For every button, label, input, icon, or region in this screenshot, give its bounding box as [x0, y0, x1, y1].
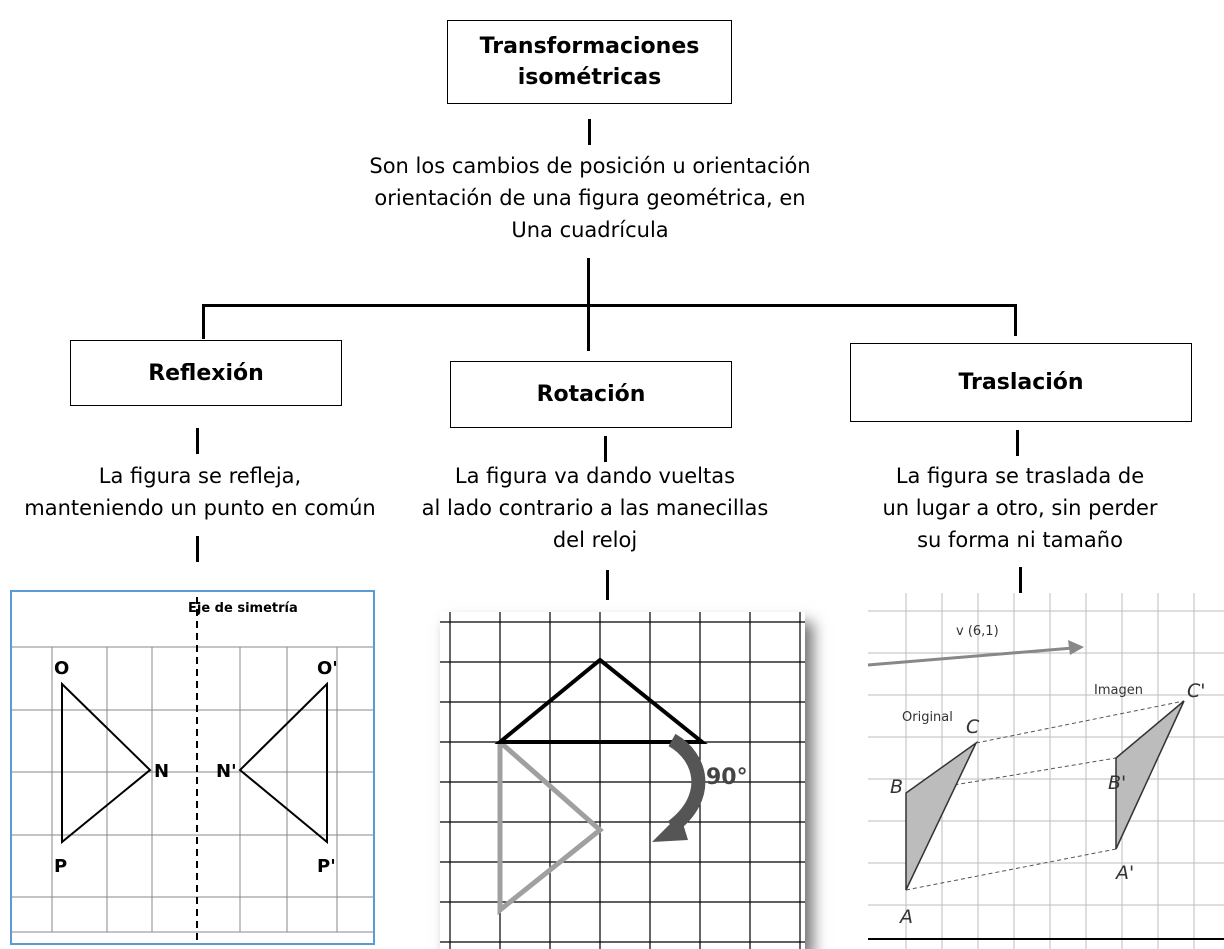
angle-label: 90° — [706, 765, 748, 790]
original-label: Original — [902, 710, 953, 725]
reflexion-svg: Eje de simetría O N P O' N' P' — [12, 597, 373, 943]
root-title-box: Transformaciones isométricas — [447, 20, 732, 104]
axis-label: Eje de simetría — [188, 601, 298, 616]
definition-line1: Son los cambios de posición u orientació… — [369, 154, 811, 178]
traslacion-desc-line2: un lugar a otro, sin perder — [882, 496, 1158, 520]
vertex-a: A — [898, 906, 913, 928]
traslacion-svg: v (6,1) Original Imagen A B C A' B' C' — [868, 593, 1224, 949]
reflexion-grid — [12, 646, 373, 933]
traslacion-box: Traslación — [850, 343, 1192, 422]
connector-rotacion — [587, 304, 590, 351]
connector-traslacion — [1014, 304, 1017, 336]
vertex-b: B — [890, 776, 903, 798]
vertex-p: P — [54, 856, 67, 877]
rotation-arrowhead — [652, 814, 688, 842]
rotacion-grid — [440, 612, 805, 949]
connector-traslacion-figure — [1019, 567, 1022, 593]
vertex-a-prime: A' — [1114, 862, 1134, 884]
reflexion-box: Reflexión — [70, 340, 342, 406]
traslacion-desc-line1: La figura se traslada de — [895, 464, 1145, 488]
vertex-b-prime: B' — [1108, 772, 1126, 794]
original-triangle — [905, 740, 978, 891]
traslacion-title: Traslación — [958, 370, 1084, 395]
reflexion-figure: Eje de simetría O N P O' N' P' — [10, 590, 375, 945]
reflexion-title: Reflexión — [148, 360, 264, 386]
traslacion-description: La figura se traslada de un lugar a otro… — [830, 460, 1210, 556]
connector-rotacion-figure — [606, 570, 609, 600]
connector-definition — [587, 258, 590, 306]
vertex-c: C — [966, 716, 980, 738]
vertex-c-prime: C' — [1187, 680, 1206, 702]
vertex-o: O — [54, 658, 69, 679]
rotacion-description: La figura va dando vueltas al lado contr… — [405, 460, 785, 556]
image-triangle — [1115, 700, 1185, 850]
original-triangle — [494, 657, 708, 744]
rotation-arrow — [667, 733, 706, 833]
connector-reflexion-desc — [196, 428, 199, 454]
vector-label: v (6,1) — [956, 624, 999, 639]
definition-line3: Una cuadrícula — [511, 218, 669, 242]
rotated-triangle — [497, 740, 604, 916]
connector-reflexion — [202, 304, 205, 339]
original-triangle — [61, 681, 152, 845]
definition-text: Son los cambios de posición u orientació… — [340, 150, 840, 246]
connector-traslacion-desc — [1016, 430, 1019, 456]
rotacion-figure: 90° — [440, 612, 805, 949]
root-title-line2: isométricas — [517, 65, 662, 90]
connector-title — [588, 119, 591, 145]
traslacion-desc-line3: su forma ni tamaño — [917, 528, 1123, 552]
vertex-p-prime: P' — [317, 856, 336, 877]
rotacion-desc-line1: La figura va dando vueltas — [454, 464, 736, 488]
connector-horizontal — [202, 304, 1017, 307]
vertex-n: N — [154, 761, 169, 782]
reflexion-desc-line1: La figura se refleja, — [98, 464, 302, 488]
connector-reflexion-figure — [196, 536, 199, 562]
vector-arrow — [868, 646, 1074, 667]
traslacion-grid — [868, 593, 1224, 949]
connector-rotacion-desc — [604, 436, 607, 462]
reflected-triangle — [238, 681, 328, 845]
rotacion-box: Rotación — [450, 361, 732, 428]
definition-line2: orientación de una figura geométrica, en — [374, 186, 806, 210]
vector-arrowhead — [1068, 640, 1084, 655]
reflexion-description: La figura se refleja, manteniendo un pun… — [10, 460, 390, 524]
rotacion-svg: 90° — [440, 612, 805, 949]
vertex-o-prime: O' — [317, 658, 338, 679]
reflexion-desc-line2: manteniendo un punto en común — [24, 496, 376, 520]
rotacion-desc-line3: del reloj — [552, 528, 638, 552]
vertex-n-prime: N' — [216, 761, 237, 782]
rotacion-title: Rotación — [536, 382, 646, 407]
root-title-line1: Transformaciones — [479, 34, 700, 59]
image-label: Imagen — [1094, 683, 1143, 698]
traslacion-figure: v (6,1) Original Imagen A B C A' B' C' — [868, 593, 1224, 949]
rotacion-desc-line2: al lado contrario a las manecillas — [421, 496, 769, 520]
